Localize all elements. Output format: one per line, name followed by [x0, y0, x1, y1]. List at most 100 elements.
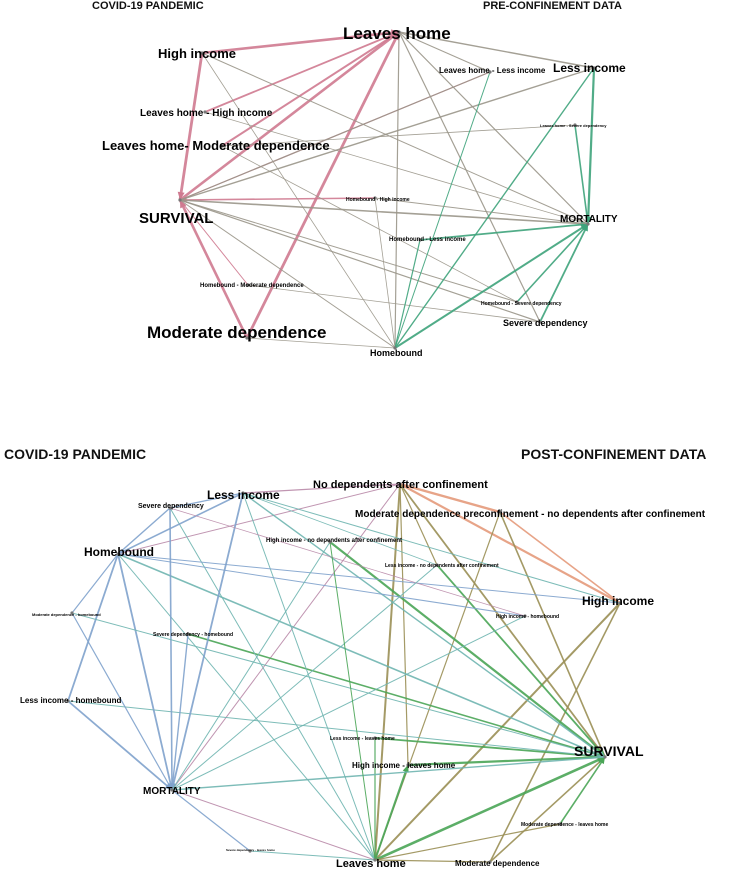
- bottom-edge-23: [187, 633, 606, 758]
- bottom-node-high-income-homebound: High income - homebound: [496, 614, 559, 620]
- top-node-dot-hbhi: [373, 196, 377, 200]
- bottom-edge-9: [171, 483, 401, 791]
- bottom-edge-5: [374, 483, 401, 861]
- top-node-dot-md: [245, 336, 249, 340]
- top-edge-5: [245, 30, 401, 340]
- bottom-node-mortality: MORTALITY: [143, 786, 201, 797]
- top-node-survival: SURVIVAL: [139, 210, 213, 227]
- top-node-leaves-home-moderate: Leaves home- Moderate dependence: [102, 138, 330, 153]
- bottom-node-severe-dependency: Severe dependency: [138, 503, 204, 510]
- top-node-leaves-home-severe: Leaves home - Severe dependency: [540, 123, 607, 128]
- top-edge-3: [221, 31, 400, 147]
- top-node-dot-hbli: [418, 238, 422, 242]
- top-header-left: COVID-19 PANDEMIC: [92, 0, 204, 12]
- bottom-edge-0: [398, 482, 622, 605]
- bottom-node-dot-li: [241, 491, 245, 495]
- top-node-high-income: High income: [158, 46, 236, 61]
- bottom-edge-50: [71, 612, 606, 758]
- bottom-edge-48: [242, 492, 621, 604]
- bottom-edge-19: [328, 540, 607, 759]
- top-node-dot-sd: [538, 320, 542, 324]
- bottom-edge-40: [171, 633, 189, 791]
- top-node-severe-dependency: Severe dependency: [503, 318, 588, 328]
- bottom-node-less-income-no-dep: Less income - no dependents after confin…: [385, 563, 499, 569]
- bottom-node-high-income-no-dep: High income - no dependents after confin…: [266, 538, 402, 544]
- bottom-edge-38: [169, 507, 173, 791]
- bottom-edge-20: [436, 564, 606, 758]
- top-edge-13: [394, 31, 400, 349]
- top-edge-25: [221, 124, 576, 147]
- bottom-edge-17: [374, 737, 606, 758]
- bottom-edge-41: [169, 492, 244, 509]
- top-edge-15: [201, 52, 589, 225]
- top-edge-11: [398, 31, 491, 73]
- top-node-homebound-moderate: Homebound - Moderate dependence: [200, 283, 304, 289]
- bottom-edge-18: [559, 756, 606, 825]
- bottom-edge-43: [117, 507, 171, 555]
- bottom-edge-3: [242, 483, 401, 494]
- top-node-moderate-dependence: Moderate dependence: [147, 323, 327, 342]
- bottom-node-dot-hihb: [523, 614, 527, 618]
- bottom-edge-54: [329, 541, 376, 861]
- bottom-edge-34: [67, 553, 119, 702]
- bottom-node-severe-leaves-home: Severe dependency - leaves home: [226, 848, 275, 852]
- bottom-edge-28: [117, 553, 376, 861]
- bottom-edge-12: [374, 602, 621, 861]
- bottom-edge-52: [171, 564, 438, 791]
- bottom-node-less-income-leaves-home: Less income - leaves home: [330, 736, 395, 742]
- bottom-edge-32: [67, 700, 606, 758]
- top-node-mortality: MORTALITY: [560, 214, 618, 225]
- top-edge-32: [394, 223, 589, 349]
- top-node-dot-hbsd: [515, 300, 519, 304]
- top-node-leaves-home-less-income: Leaves home - Less income: [439, 66, 546, 75]
- bottom-edge-1: [499, 511, 621, 604]
- top-edge-0: [200, 30, 401, 55]
- top-edge-17: [179, 67, 595, 201]
- bottom-node-dot-sdlh: [248, 849, 252, 853]
- bottom-edge-45: [117, 553, 526, 617]
- bottom-node-dot-mpnd: [498, 510, 502, 514]
- bottom-edge-14: [489, 756, 606, 863]
- bottom-edge-55: [374, 823, 561, 861]
- bottom-node-homebound: Homebound: [84, 545, 154, 559]
- top-edge-24: [221, 145, 518, 303]
- bottom-edge-8: [399, 483, 438, 566]
- top-network-edges: [177, 29, 596, 350]
- bottom-edge-10: [499, 511, 606, 758]
- top-node-dot-lh: [397, 30, 401, 34]
- top-edge-37: [394, 71, 491, 349]
- bottom-edge-36: [67, 700, 173, 791]
- top-node-dot-lhhi: [203, 110, 207, 114]
- top-edge-22: [179, 199, 396, 349]
- bottom-node-moderate-homebound: Moderate dependence - homebound: [32, 612, 101, 617]
- bottom-node-leaves-home: Leaves home: [336, 858, 406, 870]
- bottom-header-right: POST-CONFINEMENT DATA: [521, 446, 706, 462]
- bottom-node-moderate-pre-no-dep: Moderate dependence preconfinement - no …: [355, 509, 706, 520]
- top-edge-1: [178, 51, 204, 202]
- top-edge-30: [394, 67, 595, 349]
- bottom-node-dot-mdlh: [558, 822, 562, 826]
- bottom-edge-6: [399, 483, 606, 758]
- top-edge-12: [398, 31, 541, 323]
- bottom-edge-29: [171, 756, 606, 791]
- top-network-labels: Leaves home High income Leaves home - Le…: [102, 24, 626, 358]
- top-edge-21: [179, 199, 518, 303]
- bottom-edge-37: [71, 612, 173, 791]
- top-edge-6: [178, 198, 249, 340]
- top-edge-20: [179, 199, 541, 323]
- bottom-node-dot-su: [603, 755, 607, 759]
- top-node-dot-li: [592, 66, 596, 70]
- top-node-less-income: Less income: [553, 61, 626, 75]
- top-edge-arrow-1: [177, 191, 185, 200]
- top-edge-23: [204, 111, 589, 225]
- bottom-edge-49: [169, 507, 526, 617]
- bottom-edge-15: [373, 755, 607, 862]
- bottom-node-high-income-leaves-home: High income - leaves home: [352, 761, 456, 770]
- bottom-node-dot-lihb: [66, 699, 70, 703]
- bottom-node-dot-lh: [373, 858, 377, 862]
- top-edge-4: [178, 30, 401, 202]
- bottom-edge-53: [242, 492, 438, 566]
- top-edge-27: [374, 197, 396, 349]
- bottom-header-left: COVID-19 PANDEMIC: [4, 446, 146, 462]
- bottom-edge-56: [374, 859, 491, 863]
